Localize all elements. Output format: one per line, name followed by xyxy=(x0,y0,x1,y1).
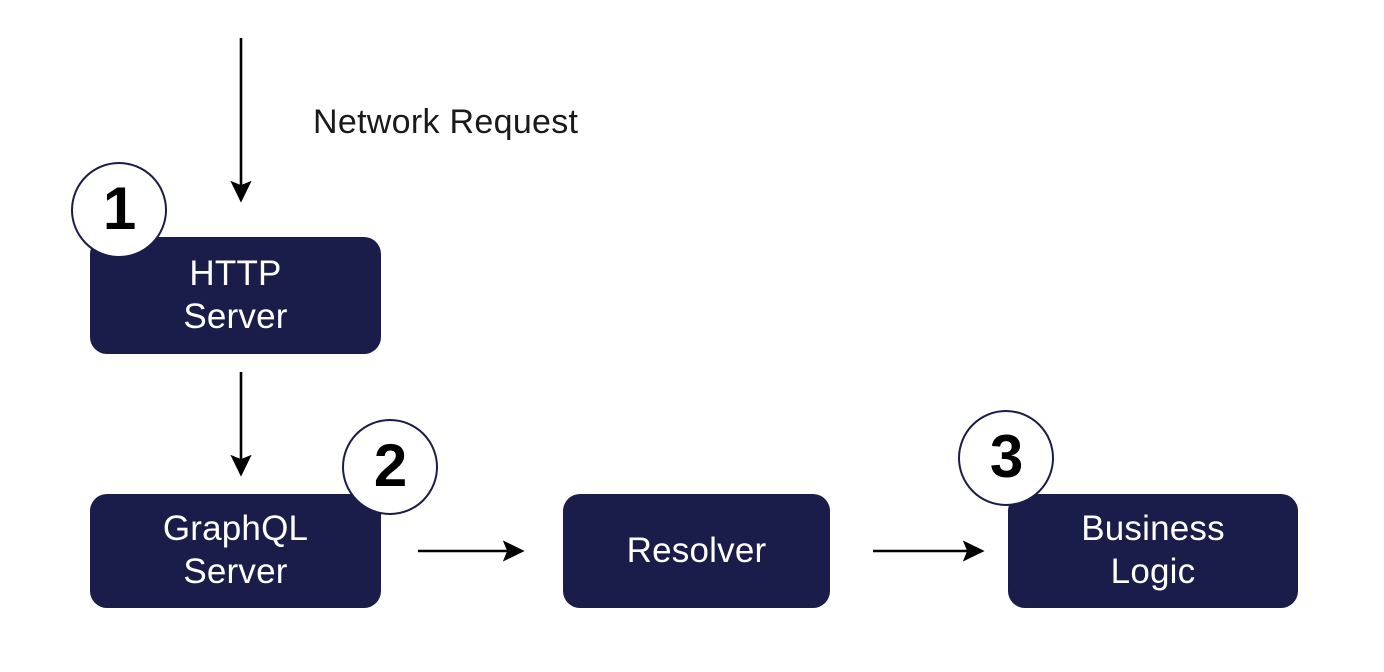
node-graphql-server-label: GraphQL Server xyxy=(162,509,309,591)
step-badge-1[interactable]: 1 xyxy=(71,162,167,258)
node-http-server[interactable]: HTTP Server xyxy=(90,237,381,354)
node-resolver[interactable]: Resolver xyxy=(563,494,830,608)
annotation-network-request: Network Request xyxy=(313,103,579,141)
node-resolver-label: Resolver xyxy=(626,530,767,570)
node-http-server-label: HTTP Server xyxy=(183,253,288,336)
node-business-logic-label: Business Logic xyxy=(1081,509,1225,591)
step-badge-3-number: 3 xyxy=(989,423,1023,490)
step-badge-2[interactable]: 2 xyxy=(342,419,438,515)
step-badge-2-number: 2 xyxy=(373,432,407,499)
node-business-logic[interactable]: Business Logic xyxy=(1008,494,1298,608)
step-badge-3[interactable]: 3 xyxy=(958,410,1054,506)
step-badge-1-number: 1 xyxy=(102,175,136,242)
node-graphql-server[interactable]: GraphQL Server xyxy=(90,494,381,608)
